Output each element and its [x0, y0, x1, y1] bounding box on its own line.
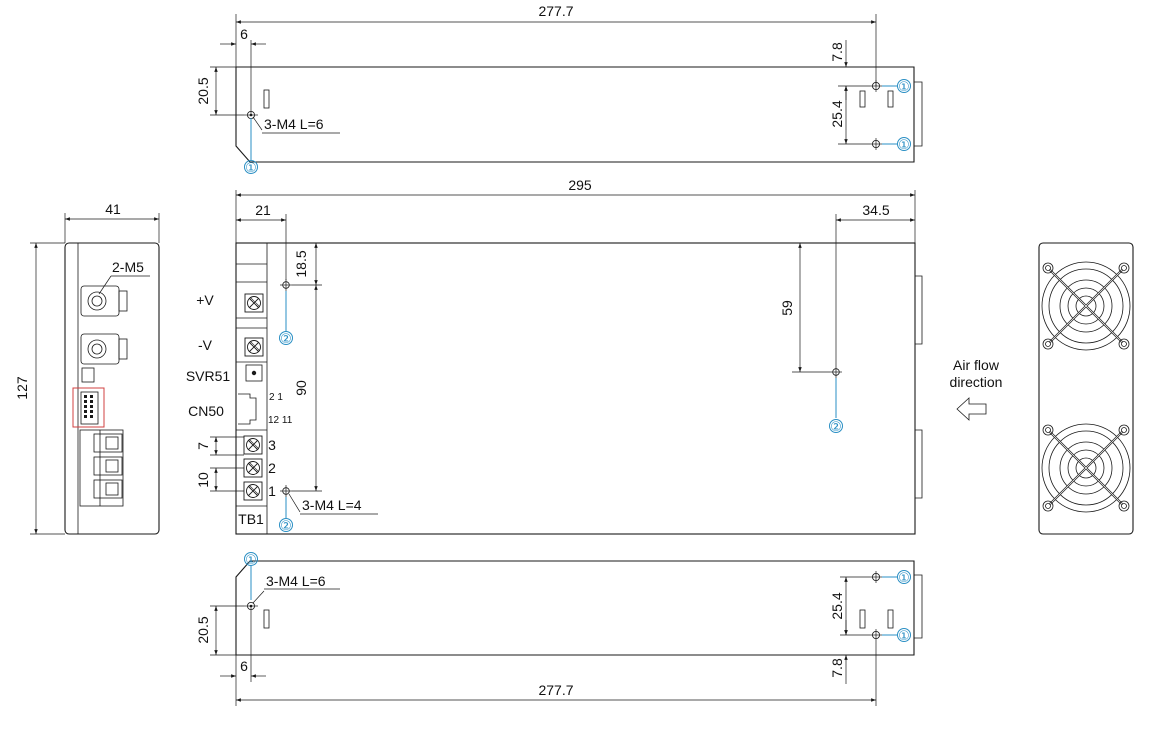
label-cn50: CN50	[188, 403, 224, 419]
svg-text:②: ②	[280, 518, 292, 533]
dim-top-right-span: 25.4	[829, 100, 845, 127]
dim-total-length: 295	[568, 177, 592, 193]
marker-2-icon	[829, 419, 843, 433]
plus-v-terminal-icon	[244, 293, 264, 313]
tb1-pin-3: 3	[268, 437, 276, 453]
lower-fan-icon	[1040, 422, 1132, 514]
svg-text:①: ①	[898, 628, 910, 643]
svg-text:①: ①	[245, 160, 257, 175]
dim-bottom-right-lower: 7.8	[829, 658, 845, 678]
cn50-top-pins: 2 1	[269, 392, 283, 403]
airflow-indicator: Air flow direction	[950, 357, 1003, 421]
tb1-terminal-3-icon	[243, 435, 263, 455]
front-hole-right	[830, 366, 842, 378]
marker-1-icon	[897, 570, 911, 584]
svg-text:①: ①	[898, 137, 910, 152]
cn50-bottom-pins: 12 11	[268, 415, 293, 426]
airflow-arrow-icon	[956, 397, 987, 421]
dim-bottom-length: 277.7	[538, 682, 573, 698]
bottom-screw-callout: 3-M4 L=6	[266, 573, 326, 589]
marker-1-icon	[244, 552, 258, 566]
side-view-outline	[64, 242, 160, 535]
top-view: 277.7 6 20.5 7.8 25.4 3-M4 L=6 ① ① ①	[195, 3, 923, 175]
dim-side-width: 41	[105, 201, 121, 217]
fan-end-view	[1038, 242, 1134, 535]
tb1-terminal-2-icon	[243, 458, 263, 478]
label-plus-v: +V	[196, 292, 214, 308]
label-minus-v: -V	[198, 337, 213, 353]
top-screw-callout: 3-M4 L=6	[264, 116, 324, 132]
upper-fan-icon	[1040, 260, 1132, 352]
bottom-view: 277.7 6 20.5 25.4 7.8 3-M4 L=6 ① ① ①	[195, 552, 923, 706]
svg-text:②: ②	[280, 331, 292, 346]
cn50-side-connector	[80, 391, 99, 425]
airflow-label-line2: direction	[950, 374, 1003, 390]
front-screw-callout: 3-M4 L=4	[302, 497, 362, 513]
tb1-pin-2: 2	[268, 460, 276, 476]
svg-text:①: ①	[898, 570, 910, 585]
marker-1-icon	[897, 628, 911, 642]
dim-left-offset: 21	[255, 202, 271, 218]
cn50-highlight	[72, 387, 105, 428]
top-right-hole-lower	[870, 138, 882, 150]
output-terminal-upper	[80, 285, 128, 317]
label-tb1: TB1	[238, 511, 264, 527]
dim-side-height: 127	[14, 376, 30, 400]
dim-bottom-right-span: 25.4	[829, 592, 845, 619]
bottom-right-hole-upper	[870, 571, 882, 583]
bottom-right-hole-lower	[870, 629, 882, 641]
tb1-terminal-1-icon	[243, 481, 263, 501]
cn50-connector	[238, 393, 257, 425]
svr51-potentiometer	[245, 364, 263, 382]
dim-top-length: 277.7	[538, 3, 573, 19]
dim-hole-span: 90	[293, 380, 309, 396]
minus-v-terminal-icon	[244, 337, 264, 357]
dim-right-offset: 34.5	[862, 202, 889, 218]
marker-2-icon	[279, 331, 293, 345]
dim-top-height: 20.5	[195, 77, 211, 104]
front-view: +V -V SVR51 CN50 TB1 2 1 12 11 3 2 1 295	[186, 177, 923, 535]
svg-text:①: ①	[898, 79, 910, 94]
fan-end-outline	[1038, 242, 1134, 535]
output-terminal-lower	[80, 333, 128, 365]
airflow-label-line1: Air flow	[953, 357, 1000, 373]
marker-1-icon	[897, 137, 911, 151]
dim-pitch-small: 7	[195, 442, 211, 450]
svg-text:②: ②	[830, 419, 842, 434]
dim-pitch-large: 10	[195, 472, 211, 488]
dim-hole-drop: 59	[779, 300, 795, 316]
marker-2-icon	[279, 518, 293, 532]
tb1-pin-1: 1	[268, 483, 276, 499]
top-view-outline	[235, 66, 915, 163]
svg-text:①: ①	[245, 552, 257, 567]
front-view-outline	[235, 242, 916, 535]
side-view: 41 127 2-M5	[14, 201, 160, 535]
marker-1-icon	[244, 160, 258, 174]
bottom-view-outline	[235, 560, 915, 656]
tb1-side-block	[79, 429, 124, 507]
side-screw-callout: 2-M5	[112, 259, 144, 275]
dim-hole-top: 18.5	[293, 250, 309, 277]
marker-1-icon	[897, 79, 911, 93]
dim-bottom-height: 20.5	[195, 616, 211, 643]
label-svr51: SVR51	[186, 368, 231, 384]
front-hole-lower-left	[280, 485, 292, 497]
dim-top-offset: 6	[240, 26, 248, 42]
dim-bottom-offset: 6	[240, 658, 248, 674]
front-hole-upper-left	[280, 279, 292, 291]
dim-top-right-upper: 7.8	[829, 42, 845, 62]
